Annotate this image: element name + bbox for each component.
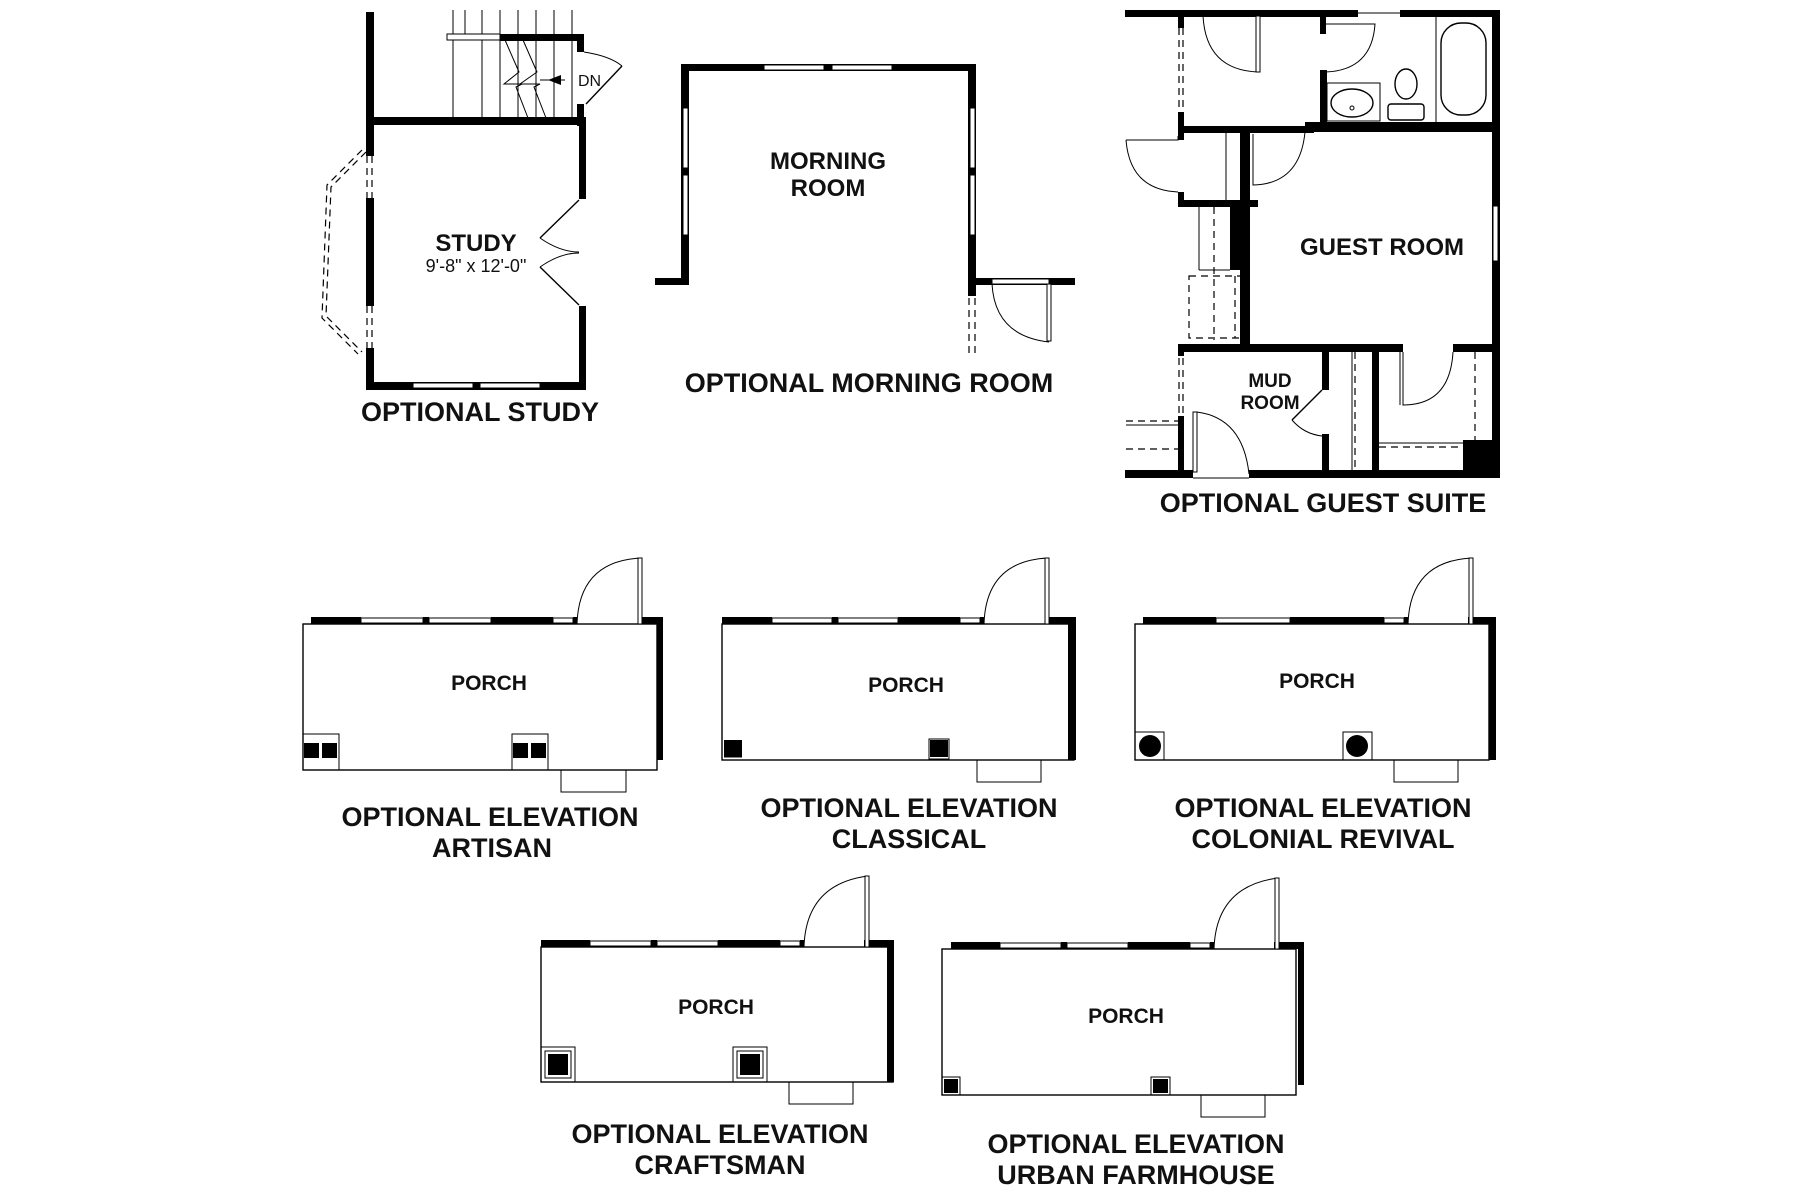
elevation-artisan-title-line1: OPTIONAL ELEVATION bbox=[341, 802, 638, 832]
morning-room-name-line1: MORNING bbox=[770, 148, 886, 175]
toilet-icon bbox=[1394, 68, 1418, 100]
morning-room-name-line2: ROOM bbox=[791, 175, 866, 202]
elevation-craftsman: PORCH bbox=[540, 875, 894, 1105]
guest-room-name: GUEST ROOM bbox=[1300, 234, 1464, 261]
morning-room-title: OPTIONAL MORNING ROOM bbox=[685, 368, 1054, 398]
stair: DN bbox=[446, 10, 623, 126]
study-south-wall bbox=[366, 382, 586, 390]
elevation-classical-title-line1: OPTIONAL ELEVATION bbox=[760, 793, 1057, 823]
elevation-classical-title-line2: CLASSICAL bbox=[832, 824, 987, 854]
porch-label: PORCH bbox=[678, 996, 754, 1019]
elevation-urban-farmhouse-title-line1: OPTIONAL ELEVATION bbox=[987, 1129, 1284, 1159]
guest-suite-plan: GUEST ROOM MUD ROOM OPTIONAL GUEST SUITE bbox=[1125, 10, 1500, 518]
elevation-colonial-revival: PORCH bbox=[1134, 557, 1496, 783]
sink-icon bbox=[1330, 88, 1374, 118]
study-plan: DN STUDY 9'-8" x 12'-0" OPTIONAL STU bbox=[321, 10, 623, 427]
stair-down-label: DN bbox=[578, 73, 601, 90]
study-title: OPTIONAL STUDY bbox=[361, 397, 599, 427]
elevation-urban-farmhouse: PORCH bbox=[941, 877, 1304, 1118]
bathtub-icon bbox=[1440, 22, 1487, 116]
elevation-classical: PORCH bbox=[721, 557, 1076, 783]
elevation-craftsman-title-line1: OPTIONAL ELEVATION bbox=[571, 1119, 868, 1149]
bay-window-outline bbox=[321, 149, 363, 355]
mud-room-name-line1: MUD bbox=[1248, 371, 1291, 392]
guest-suite-title: OPTIONAL GUEST SUITE bbox=[1160, 488, 1487, 518]
porch-label: PORCH bbox=[1088, 1005, 1164, 1028]
porch-label: PORCH bbox=[451, 672, 527, 695]
elevation-colonial-revival-title-line1: OPTIONAL ELEVATION bbox=[1174, 793, 1471, 823]
study-west-wall bbox=[366, 12, 374, 388]
elevation-colonial-revival-title-line2: COLONIAL REVIVAL bbox=[1191, 824, 1454, 854]
elevation-craftsman-title-line2: CRAFTSMAN bbox=[635, 1150, 806, 1180]
mud-room-name-line2: ROOM bbox=[1240, 393, 1299, 414]
elevation-artisan-title-line2: ARTISAN bbox=[432, 833, 552, 863]
porch-label: PORCH bbox=[868, 674, 944, 697]
elevation-artisan: PORCH bbox=[302, 557, 663, 793]
study-room-name: STUDY bbox=[435, 230, 516, 257]
study-french-doors bbox=[539, 199, 580, 306]
study-dimensions: 9'-8" x 12'-0" bbox=[426, 256, 527, 276]
morning-room-plan: MORNING ROOM OPTIONAL MORNING ROOM bbox=[655, 64, 1075, 398]
study-north-wall bbox=[372, 117, 584, 125]
elevation-urban-farmhouse-title-line2: URBAN FARMHOUSE bbox=[997, 1160, 1275, 1190]
porch-label: PORCH bbox=[1279, 670, 1355, 693]
